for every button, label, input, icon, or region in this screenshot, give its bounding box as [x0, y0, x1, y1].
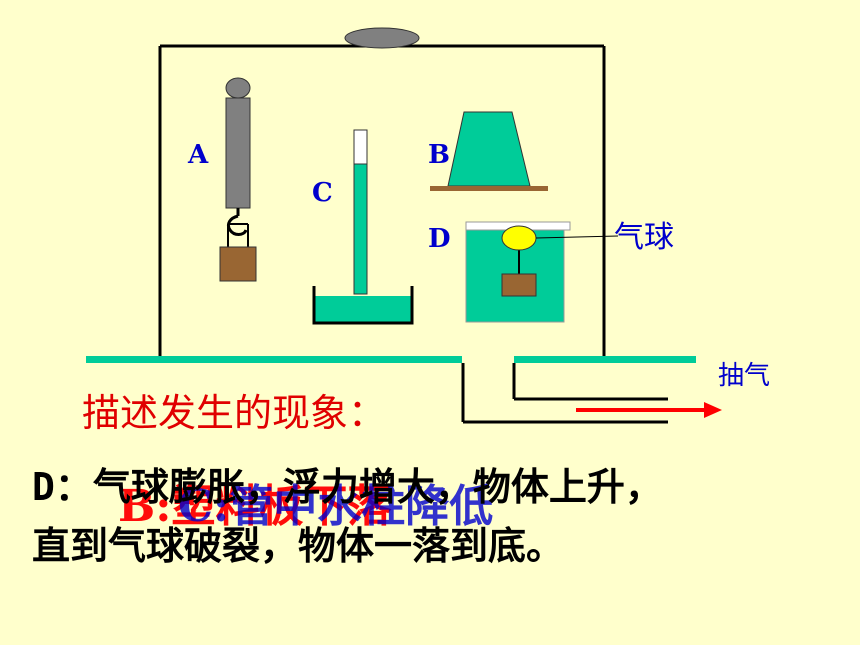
- pump-arrow: [576, 402, 722, 418]
- spring-scale-a: [219, 77, 257, 282]
- pump-pipe: [461, 363, 668, 424]
- label-c: C: [312, 178, 333, 208]
- label-b: B: [428, 140, 450, 170]
- base-plate: [86, 356, 696, 363]
- label-balloon: 气球: [614, 220, 674, 255]
- label-pump: 抽气: [718, 361, 770, 391]
- bell-jar: [158, 27, 606, 358]
- answer-d-line1: D：气球膨胀，浮力增大，物体上升，: [32, 465, 663, 509]
- label-d: D: [428, 224, 451, 254]
- answer-d-line2: 直到气球破裂，物体一落到底。: [32, 524, 565, 568]
- water-tube-c: [312, 129, 414, 325]
- describe-heading: 描述发生的现象：: [82, 391, 387, 435]
- balloon-tank-d: [465, 221, 619, 323]
- answer-c: C:管中水柱降低: [178, 481, 494, 532]
- plate-b: [430, 111, 548, 191]
- answer-b: B:塑料板下落: [118, 481, 392, 532]
- label-a: A: [187, 140, 209, 170]
